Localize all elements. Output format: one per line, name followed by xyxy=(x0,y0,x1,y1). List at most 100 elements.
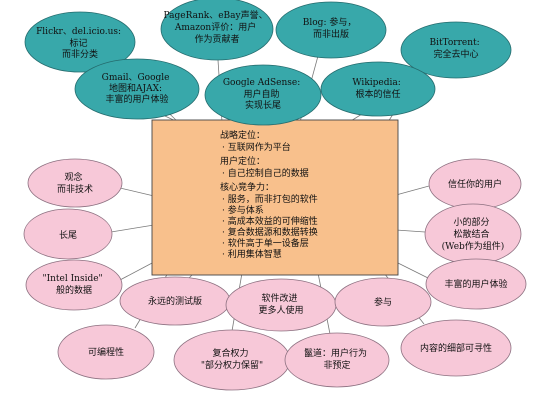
center-box-text: 战略定位： · 互联网作为平台 用户定位： · 自己控制自己的数据 核心竞争力：… xyxy=(220,129,321,260)
node-text: 内容的细部可寻性 xyxy=(420,342,492,354)
example-nodes: Flickr、del.icio.us: 标记 而非分类 PageRank、eBa… xyxy=(24,0,512,126)
node-text: 非预定 xyxy=(323,359,350,371)
node-text: (Web作为组件) xyxy=(442,240,505,252)
strategy-heading: 战略定位： xyxy=(220,129,265,141)
node-text: 复合权力 xyxy=(213,347,249,359)
node-rich-ux: 丰富的用户体验 xyxy=(425,258,527,310)
node-bittorrent: BitTorrent: 完全去中心 xyxy=(400,21,512,79)
core-item: · 高成本效益的可伸缩性 xyxy=(222,215,318,227)
node-trust-users: 信任你的用户 xyxy=(428,158,522,210)
node-blog: Blog: 参与， 而非出版 xyxy=(275,1,387,59)
node-software-better: 软件改进 更多人使用 xyxy=(225,278,337,332)
svg-text:参与: 参与 xyxy=(374,296,392,308)
svg-text:Blog: 参与， 而非出版: Blog: 参与， 而非出版 xyxy=(303,16,359,40)
core-item: · 利用集体智慧 xyxy=(222,248,282,260)
svg-text:长尾: 长尾 xyxy=(59,229,77,241)
node-text: 而非技术 xyxy=(57,183,93,195)
core-item: · 软件高于单一设备层 xyxy=(222,237,309,249)
node-text: 小的部分 xyxy=(454,216,490,228)
center-box: 战略定位： · 互联网作为平台 用户定位： · 自己控制自己的数据 核心竞争力：… xyxy=(151,119,399,276)
svg-text:PageRank、eBay声誉、 Amazo: PageRank、eBay声誉、 Amazon评价：用户 作为贡献者 xyxy=(164,9,271,45)
node-text: Wikipedia: xyxy=(352,78,400,88)
node-text: 松散结合 xyxy=(454,228,490,240)
node-attitude: 观念 而非技术 xyxy=(27,158,123,208)
connector-intel-inside xyxy=(119,261,155,281)
node-flickr: Flickr、del.icio.us: 标记 而非分类 xyxy=(24,11,136,73)
node-text: Blog: 参与， xyxy=(303,16,357,28)
user-heading: 用户定位： xyxy=(220,155,265,167)
node-wikipedia: Wikipedia: 根本的信任 xyxy=(320,61,436,117)
core-heading: 核心竞争力： xyxy=(220,181,274,193)
node-pagerank: PageRank、eBay声誉、 Amazon评价：用户 作为贡献者 xyxy=(160,0,274,61)
node-text: 用户自助 xyxy=(244,88,280,100)
svg-text:小的部分 松散结合 (Web: 小的部分 松散结合 (Web作为组件) xyxy=(442,216,505,252)
node-text: 实现长尾 xyxy=(245,99,281,111)
node-text: 根本的信任 xyxy=(355,88,400,100)
svg-text:信任你的用户: 信任你的用户 xyxy=(448,178,502,190)
node-text: 鬣道：用户行为 xyxy=(304,347,367,359)
node-text: 丰富的用户体验 xyxy=(444,278,507,290)
node-text: BitTorrent: xyxy=(429,38,479,48)
node-intel-inside: "Intel Inside" 般的数据 xyxy=(25,259,123,311)
node-text: 作为贡献者 xyxy=(194,33,239,45)
node-text: Flickr、del.icio.us: xyxy=(36,27,121,37)
svg-text:可编程性: 可编程性 xyxy=(88,346,124,358)
svg-text:Google AdSense: 用户自助: Google AdSense: 用户自助 实现长尾 xyxy=(223,78,303,111)
svg-text:永远的测试版: 永远的测试版 xyxy=(148,295,202,307)
node-text: 地图和AJAX: xyxy=(109,82,162,94)
node-text: Google AdSense: xyxy=(223,78,300,88)
node-text: 长尾 xyxy=(59,229,77,241)
connector-long-tail xyxy=(110,224,155,233)
strategy-item: · 互联网作为平台 xyxy=(222,141,291,153)
node-text: "Intel Inside" xyxy=(42,274,102,284)
svg-text:鬣道：用户行为 非预定: 鬣道：用户行为 非预定 xyxy=(304,347,370,371)
node-adsense: Google AdSense: 用户自助 实现长尾 xyxy=(204,64,322,126)
svg-text:Wikipedia: 根本的信任: Wikipedia: 根本的信任 xyxy=(352,78,403,100)
node-text: 参与 xyxy=(374,296,392,308)
core-item: · 复合数据源和数据转换 xyxy=(222,226,318,238)
svg-text:复合权力 "部分权力保留": 复合权力 "部分权力保留" xyxy=(201,347,263,371)
svg-text:观念 而非技术: 观念 而非技术 xyxy=(57,171,93,195)
connector-small-pieces xyxy=(395,229,426,233)
principle-nodes: 观念 而非技术 长尾 "Intel Inside" 般的数据 可编程性 xyxy=(23,158,527,391)
node-text: 可编程性 xyxy=(88,346,124,358)
connector-trust-users xyxy=(395,185,430,196)
node-text: "部分权力保留" xyxy=(201,359,263,371)
svg-text:内容的细部可寻性: 内容的细部可寻性 xyxy=(420,342,492,354)
node-text: 观念 xyxy=(65,171,83,183)
node-gmail: Gmail、Google 地图和AJAX: 丰富的用户体验 xyxy=(74,58,200,120)
node-granular: 内容的细部可寻性 xyxy=(400,319,512,377)
svg-text:丰富的用户体验: 丰富的用户体验 xyxy=(444,278,507,290)
node-text: 永远的测试版 xyxy=(148,295,202,307)
node-text: 更多人使用 xyxy=(258,304,303,316)
core-item: · 参与体系 xyxy=(222,204,264,216)
center-box-background xyxy=(151,119,399,276)
node-text: 丰富的用户体验 xyxy=(105,93,168,105)
node-long-tail: 长尾 xyxy=(23,208,113,260)
connector-attitude xyxy=(119,187,155,197)
svg-text:"Intel Inside" 般的数据: "Intel Inside" 般的数据 xyxy=(42,274,105,296)
svg-text:Flickr、del.icio.us: 标记: Flickr、del.icio.us: 标记 而非分类 xyxy=(36,27,124,60)
svg-text:BitTorrent: 完全去中心: BitTorrent: 完全去中心 xyxy=(429,38,482,60)
node-text: 标记 xyxy=(70,37,88,49)
node-text: Gmail、Google xyxy=(102,73,170,83)
svg-text:Gmail、Google 地图和AJAX:: Gmail、Google 地图和AJAX: 丰富的用户体验 xyxy=(102,73,173,105)
node-text: 而非分类 xyxy=(62,48,98,60)
node-text: 般的数据 xyxy=(56,284,92,296)
node-play: 鬣道：用户行为 非预定 xyxy=(284,332,390,388)
node-text: 完全去中心 xyxy=(433,48,478,60)
node-text: 信任你的用户 xyxy=(448,178,502,190)
node-hackability: 可编程性 xyxy=(57,324,155,380)
node-text: 软件改进 xyxy=(262,292,298,304)
node-text: 而非出版 xyxy=(313,28,349,40)
svg-text:软件改进 更多人使用: 软件改进 更多人使用 xyxy=(258,292,303,316)
node-rights: 复合权力 "部分权力保留" xyxy=(173,329,291,391)
node-text: PageRank、eBay声誉、 xyxy=(164,9,268,21)
node-small-pieces: 小的部分 松散结合 (Web作为组件) xyxy=(424,203,522,265)
connector-rich-ux xyxy=(395,261,429,279)
node-perpetual-beta: 永远的测试版 xyxy=(119,276,231,326)
node-text: Amazon评价：用户 xyxy=(174,21,256,33)
core-item: · 服务，而非打包的软件 xyxy=(222,193,318,205)
node-participation: 参与 xyxy=(334,277,432,327)
